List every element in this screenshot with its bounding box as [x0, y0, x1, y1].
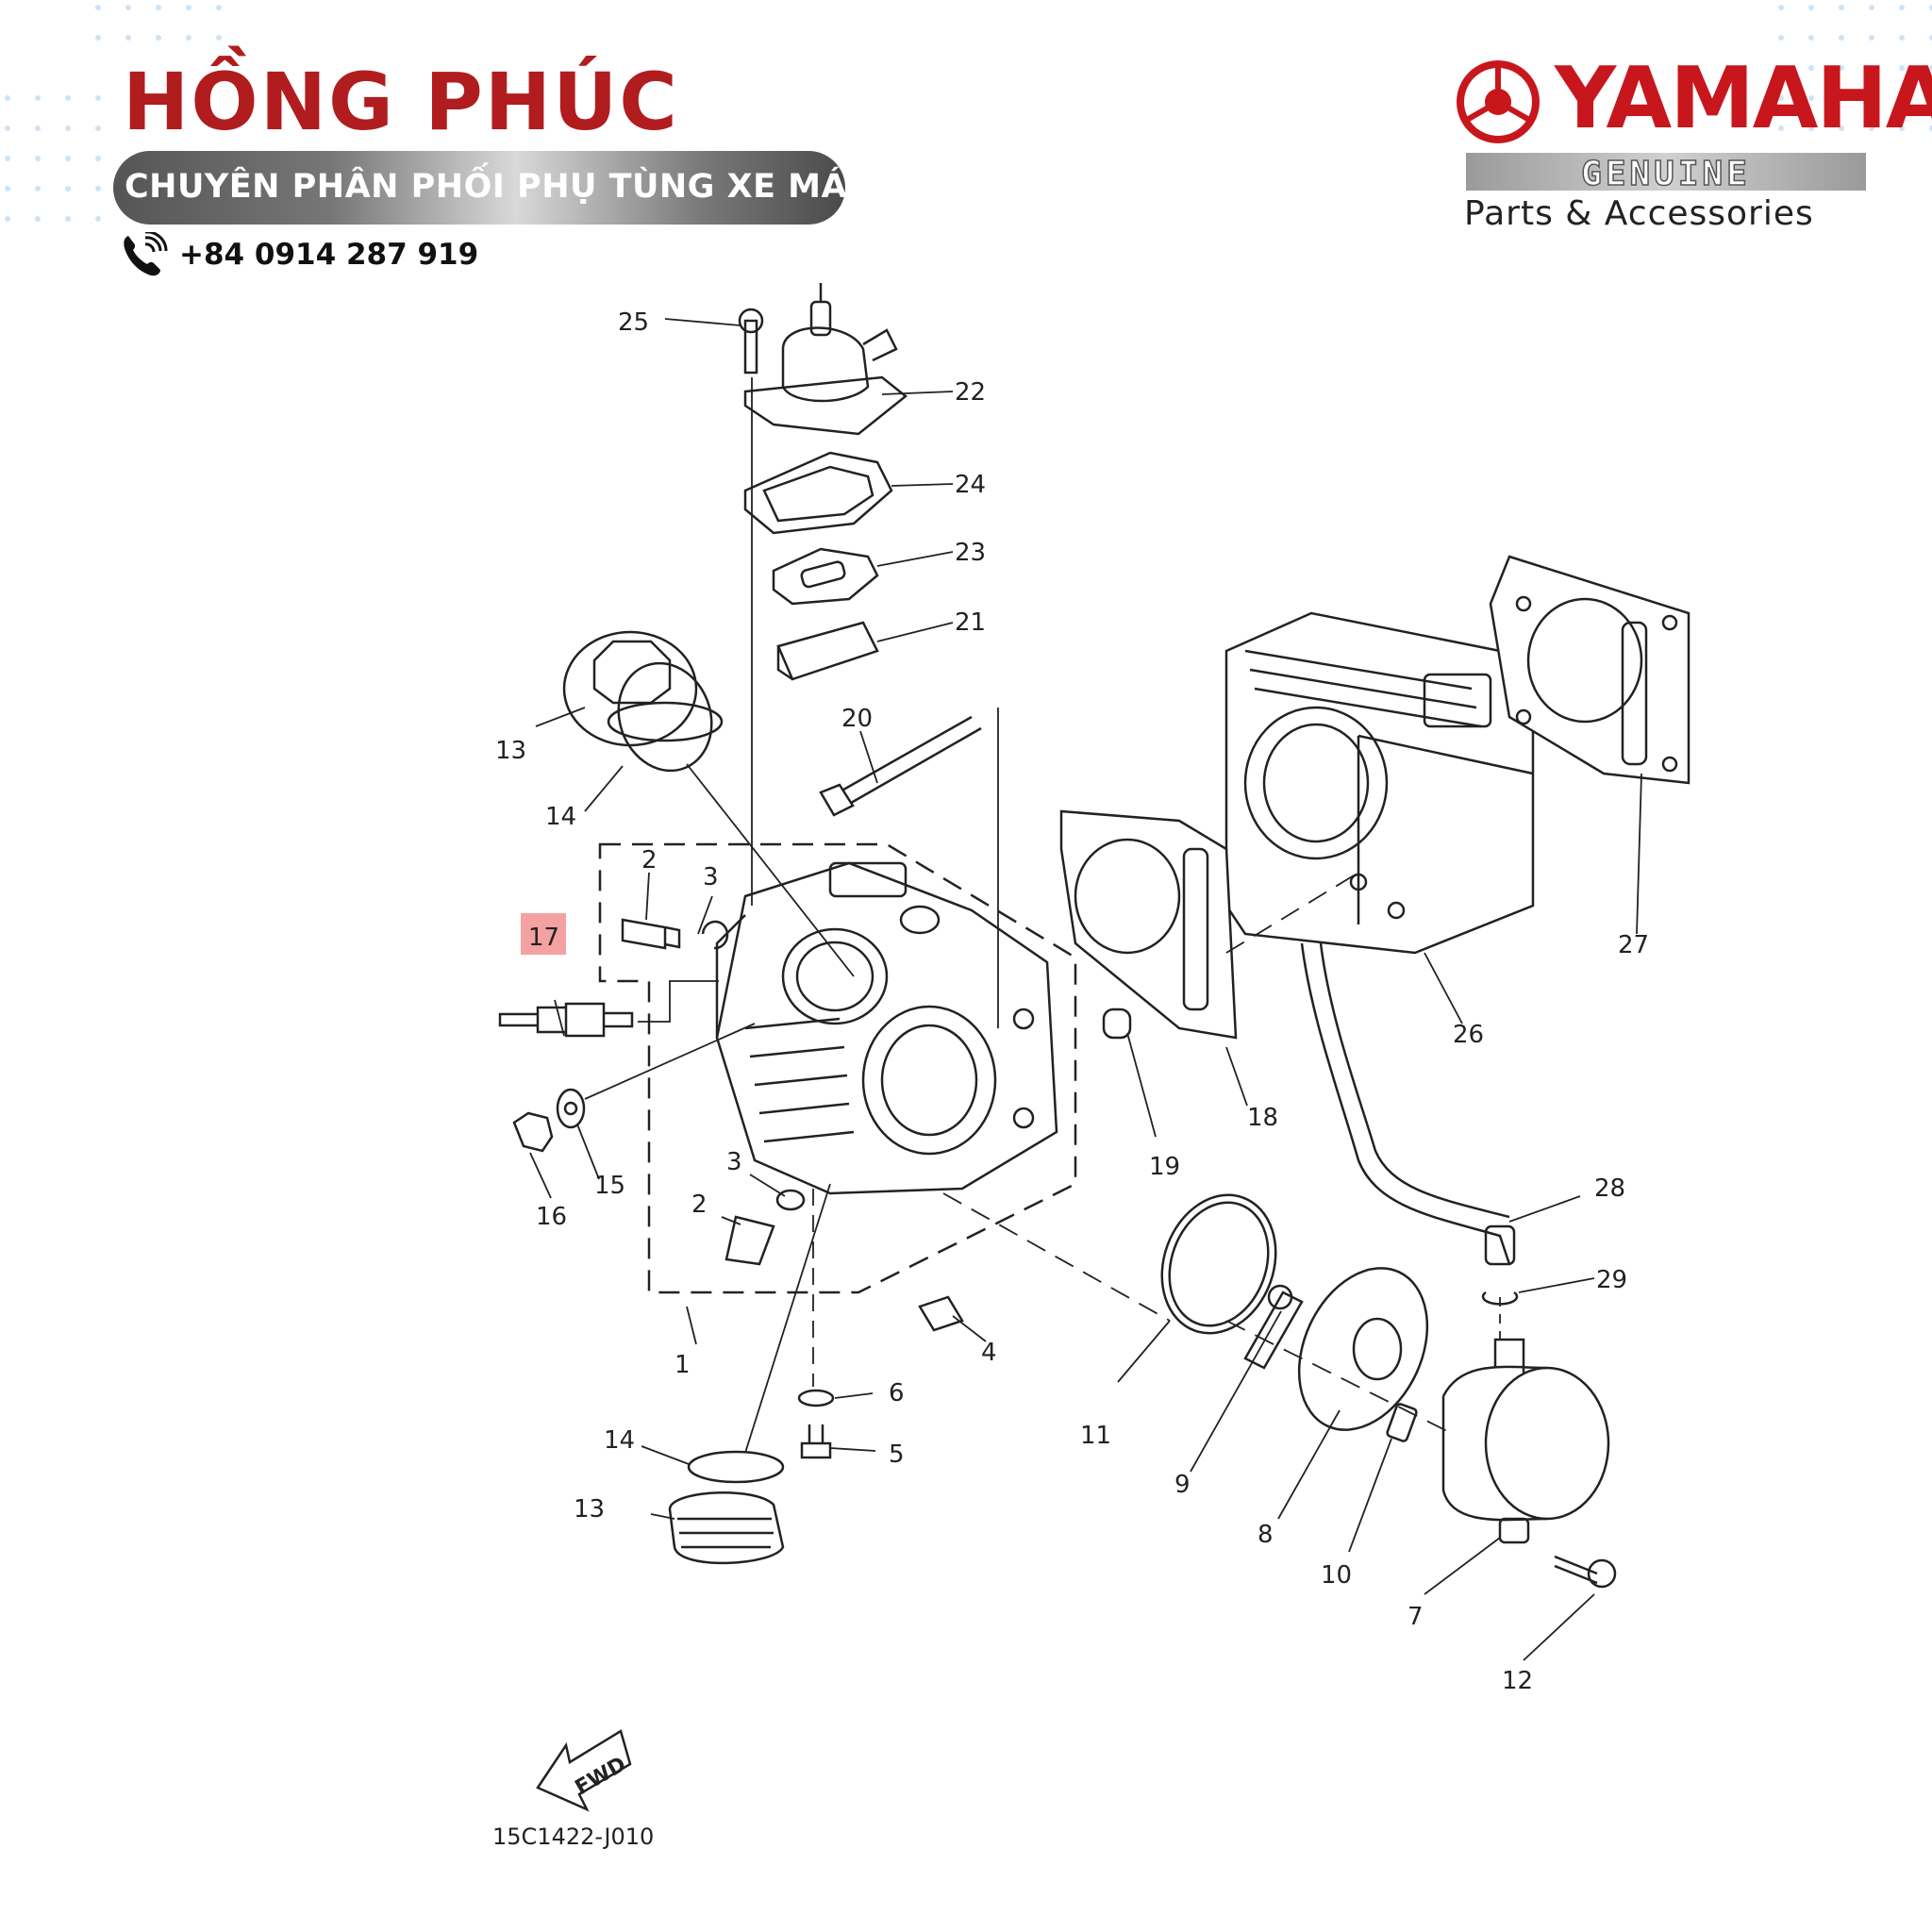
label-part-22[interactable]: 22 [955, 378, 986, 407]
tappet-cover-cap-bottom [668, 1491, 785, 1565]
head-gasket [1059, 809, 1238, 1040]
genuine-text: GENUINE [1580, 154, 1751, 194]
clip-top [701, 920, 729, 950]
label-part-26[interactable]: 26 [1453, 1021, 1484, 1049]
valve-guide-bottom [724, 1215, 775, 1266]
label-part-2-top[interactable]: 2 [641, 846, 658, 874]
forward-direction-arrow: FWD [536, 1729, 632, 1812]
long-bolt [829, 715, 982, 811]
diagram-code: 15C1422-J010 [492, 1824, 654, 1850]
gasket-24 [743, 451, 893, 535]
label-part-4[interactable]: 4 [981, 1339, 997, 1367]
label-part-27[interactable]: 27 [1618, 931, 1649, 959]
cover-plate [1297, 1267, 1429, 1431]
brand-tagline: CHUYÊN PHÂN PHỐI PHỤ TÙNG XE MÁY [125, 168, 869, 206]
label-part-13-top[interactable]: 13 [495, 737, 526, 765]
label-part-15[interactable]: 15 [594, 1172, 625, 1200]
label-part-17[interactable]: 17 [528, 924, 559, 952]
label-part-19[interactable]: 19 [1149, 1153, 1180, 1181]
phone-number: +84 0914 287 919 [179, 238, 479, 272]
tappet-cover-cap [562, 630, 724, 747]
label-part-5[interactable]: 5 [889, 1441, 905, 1469]
label-part-23[interactable]: 23 [955, 539, 986, 567]
phone-icon [124, 232, 168, 276]
tuning-fork-emblem-icon [1457, 60, 1540, 143]
dowel-pin [1102, 1008, 1132, 1040]
label-part-29[interactable]: 29 [1596, 1266, 1627, 1294]
label-part-8[interactable]: 8 [1257, 1521, 1274, 1549]
dot-pattern-left [0, 0, 226, 226]
o-ring [1160, 1193, 1277, 1335]
o-ring-top [617, 661, 713, 773]
tensioner [1386, 1403, 1418, 1442]
label-part-20[interactable]: 20 [841, 705, 873, 733]
label-part-18[interactable]: 18 [1247, 1104, 1278, 1132]
cylinder-block [1224, 611, 1535, 955]
label-part-16[interactable]: 16 [536, 1203, 567, 1231]
yamaha-wordmark: YAMAHA [1555, 49, 1932, 148]
washer-15 [556, 1088, 586, 1129]
label-part-28[interactable]: 28 [1594, 1174, 1625, 1203]
label-part-3-top[interactable]: 3 [703, 863, 719, 891]
clip-bottom [775, 1189, 806, 1211]
o-ring-bottom [687, 1450, 785, 1484]
label-part-6[interactable]: 6 [889, 1379, 905, 1407]
label-part-21[interactable]: 21 [955, 608, 986, 637]
yamaha-logo: YAMAHA GENUINE Parts & Accessories [1453, 57, 1932, 236]
cylinder-head [715, 861, 1058, 1195]
breather-hose [1300, 942, 1511, 1265]
label-part-25[interactable]: 25 [618, 308, 649, 337]
label-part-11[interactable]: 11 [1080, 1422, 1111, 1450]
label-part-24[interactable]: 24 [955, 471, 986, 499]
bolt-25 [743, 319, 758, 375]
label-part-10[interactable]: 10 [1321, 1561, 1352, 1590]
spark-plug [498, 1002, 634, 1038]
stud-bolt [918, 1295, 964, 1332]
washer-6 [797, 1389, 835, 1407]
brand-tagline-banner: CHUYÊN PHÂN PHỐI PHỤ TÙNG XE MÁY [113, 151, 868, 225]
brand-name: HỒNG PHÚC [123, 56, 679, 148]
top-housing [781, 283, 898, 403]
label-part-1[interactable]: 1 [675, 1351, 691, 1379]
label-part-14-top[interactable]: 14 [545, 803, 576, 831]
label-part-14-bottom[interactable]: 14 [604, 1426, 635, 1455]
housing-base-plate [743, 375, 908, 436]
label-part-9[interactable]: 9 [1174, 1471, 1191, 1499]
round-cover [1441, 1338, 1610, 1544]
genuine-banner: GENUINE [1466, 153, 1866, 194]
label-part-13-bottom[interactable]: 13 [574, 1495, 605, 1524]
plug-16 [512, 1111, 554, 1153]
label-part-12[interactable]: 12 [1502, 1667, 1533, 1695]
dot-pattern-right [1774, 0, 1932, 132]
valve-guide-top [621, 918, 681, 950]
label-part-2-bottom[interactable]: 2 [691, 1191, 708, 1219]
reed-plate-21 [776, 621, 879, 681]
gasket-23 [772, 547, 879, 606]
logo-subtitle: Parts & Accessories [1464, 194, 1814, 233]
assembly-outline [598, 842, 1077, 1294]
label-part-7[interactable]: 7 [1407, 1603, 1424, 1631]
label-part-3-bottom[interactable]: 3 [726, 1148, 742, 1176]
highlight-part-17 [521, 913, 566, 955]
bolt-5 [800, 1424, 832, 1459]
cylinder-base-gasket [1489, 555, 1690, 785]
